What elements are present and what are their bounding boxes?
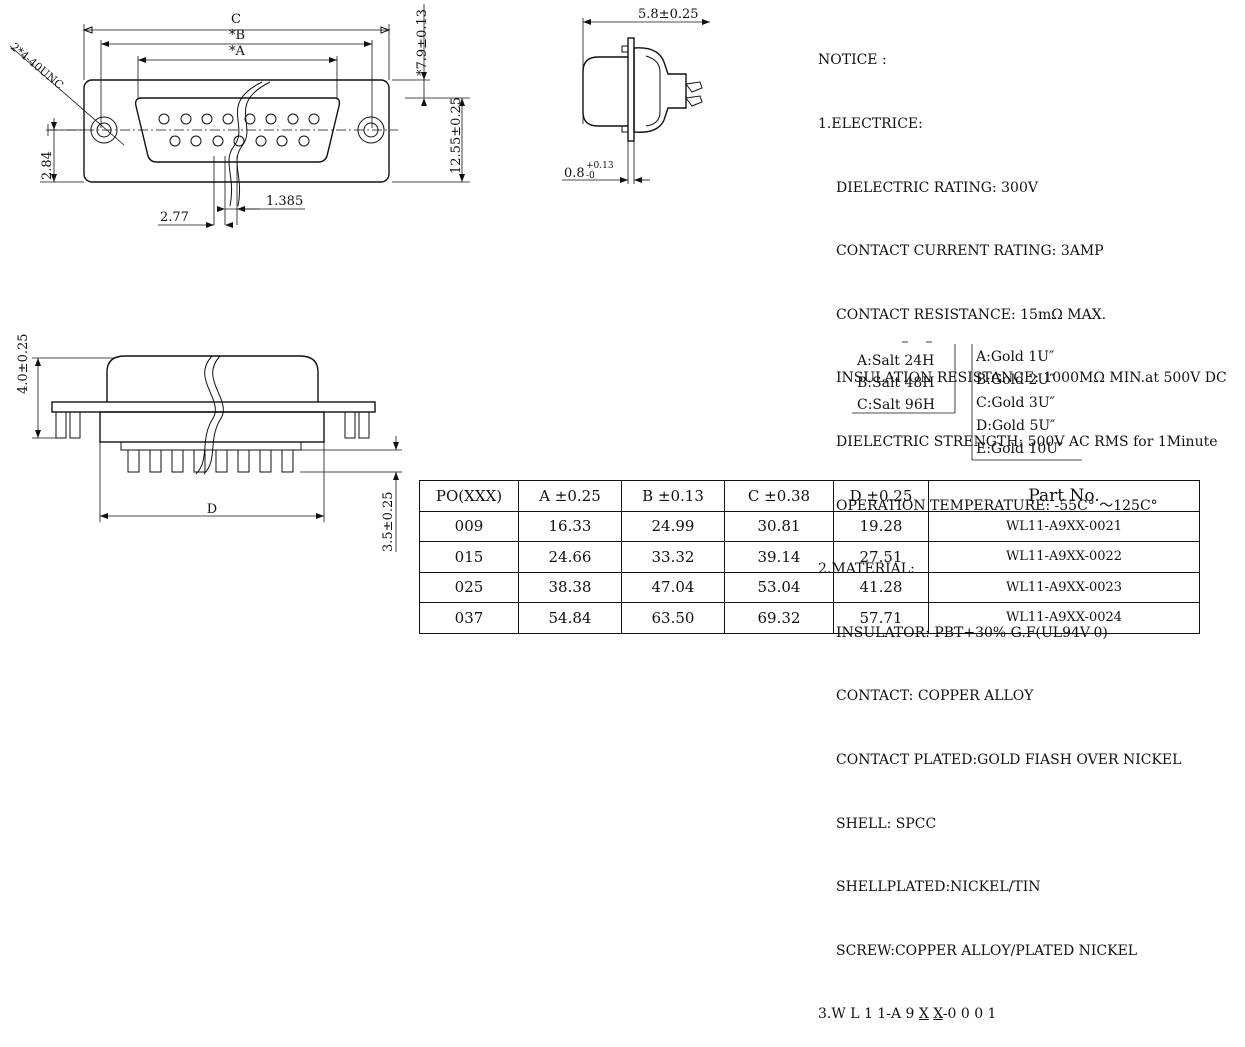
dim-2-84-label: 2.84 [40,151,55,180]
side-view: 5.8±0.25 0.8 +0.13 -0 [562,7,710,184]
dim-0-8-tol2: -0 [586,171,595,181]
table-header-cell: PO(XXX) [419,480,519,512]
dim-2-77-label: 2.77 [160,210,189,225]
table-cell: 38.38 [518,571,622,603]
table-cell: 27.51 [833,541,929,573]
table-header-cell: A ±0.25 [518,480,622,512]
table-cell: 24.99 [621,510,725,542]
part-code-x2: X [933,1006,943,1023]
table-cell: 025 [419,571,519,603]
table-cell: WL11-A9XX-0023 [928,571,1200,603]
dim-7-9-label: *7.9±0.13 [415,9,430,76]
table-cell: 30.81 [724,510,834,542]
notice-item: INSULATION RESISTANCE: 1000MΩ MIN.at 500… [836,370,1227,387]
table-cell: 54.84 [518,602,622,634]
table-cell: 037 [419,602,519,634]
table-cell: 47.04 [621,571,725,603]
table-cell: 57.71 [833,602,929,634]
notice-section-1: 1.ELECTRICE: [818,116,923,132]
table-cell: WL11-A9XX-0022 [928,541,1200,573]
salt-options: A:Salt 24H B:Salt 48H C:Salt 96H [857,350,935,416]
gold-option: D:Gold 5U″ [976,418,1056,434]
table-cell: WL11-A9XX-0024 [928,602,1200,634]
dim-1-385-label: 1.385 [266,194,303,209]
notice-item: CONTACT CURRENT RATING: 3AMP [836,243,1104,260]
bottom-view: 4.0±0.25 D 3.5±0.25 [16,333,402,552]
salt-option: C:Salt 96H [857,397,935,413]
salt-option: B:Salt 48H [857,375,935,391]
table-cell: 53.04 [724,571,834,603]
dim-0-8-label: 0.8 [564,166,585,181]
notice-item: CONTACT: COPPER ALLOY [836,688,1034,705]
gold-option: C:Gold 3U″ [976,395,1055,411]
notice-item: SHELL: SPCC [836,815,937,832]
table-header-cell: D ±0.25 [833,480,929,512]
table-cell: 16.33 [518,510,622,542]
table-row: 015 24.66 33.32 39.14 27.51 WL11-A9XX-00… [419,541,1200,573]
dim-0-8-tol: +0.13 [586,161,614,171]
table-cell: 39.14 [724,541,834,573]
notice-section-3: 3.W L 1 1-A 9 X X-0 0 0 1 [818,1004,1227,1025]
gold-options: A:Gold 1U″ B:Gold 2U″ C:Gold 3U″ D:Gold … [976,346,1063,461]
part-code-x1: X [918,1006,929,1023]
screw-label: 2*4-40UNC [8,40,66,91]
notice-item: SHELLPLATED:NICKEL/TIN [836,879,1041,896]
pin-row-top [158,113,320,125]
table-cell: 63.50 [621,602,725,634]
table-cell: 33.32 [621,541,725,573]
notice-title: NOTICE : [818,52,887,69]
gold-option: E:Gold 10U″ [976,441,1064,457]
notice-item: CONTACT RESISTANCE: 15mΩ MAX. [836,306,1107,323]
table-header-cell: B ±0.13 [621,480,725,512]
notice-item: CONTACT PLATED:GOLD FIASH OVER NICKEL [836,751,1182,768]
notice-item: DIELECTRIC RATING: 300V [836,179,1038,196]
table-cell: 41.28 [833,571,929,603]
notice-item: DIELECTRIC STRENGTH: 500V AC RMS for 1Mi… [836,433,1218,450]
gold-option: A:Gold 1U″ [976,349,1055,365]
dim-a-label: *A [229,44,246,59]
table-header-row: PO(XXX) A ±0.25 B ±0.13 C ±0.38 D ±0.25 … [419,480,1200,512]
table-cell: 009 [419,510,519,542]
dimension-table-wrap: PO(XXX) A ±0.25 B ±0.13 C ±0.38 D ±0.25 … [419,480,1200,634]
option-brackets [852,341,1082,461]
table-row: 037 54.84 63.50 69.32 57.71 WL11-A9XX-00… [419,602,1200,634]
table-row: 025 38.38 47.04 53.04 41.28 WL11-A9XX-00… [419,571,1200,603]
dim-3-5-label: 3.5±0.25 [381,491,396,552]
table-cell: 015 [419,541,519,573]
notice-item: SCREW:COPPER ALLOY/PLATED NICKEL [836,942,1138,959]
dim-4-0-label: 4.0±0.25 [16,333,31,394]
dim-c-label: C [231,12,241,27]
table-cell: WL11-A9XX-0021 [928,510,1200,542]
table-cell: 19.28 [833,510,929,542]
pin-row-bottom [169,135,310,147]
dim-d-label: D [207,502,217,517]
dim-b-label: *B [229,28,245,43]
salt-option: A:Salt 24H [857,353,935,369]
dimension-table: PO(XXX) A ±0.25 B ±0.13 C ±0.38 D ±0.25 … [419,480,1200,634]
gold-option: B:Gold 2U″ [976,372,1055,388]
dim-12-55-label: 12.55±0.25 [449,97,464,174]
table-row: 009 16.33 24.99 30.81 19.28 WL11-A9XX-00… [419,510,1200,542]
table-cell: 69.32 [724,602,834,634]
dim-5-8-label: 5.8±0.25 [638,7,699,22]
table-header-cell: C ±0.38 [724,480,834,512]
part-code-prefix: 3.W L 1 1-A 9 [818,1006,919,1023]
part-code-suffix: -0 0 0 1 [942,1006,997,1023]
table-cell: 24.66 [518,541,622,573]
solder-pins [127,449,294,473]
front-view: C *B *A [8,4,470,228]
connector-drawing: C *B *A [8,4,1082,552]
table-header-cell: Part No. [928,480,1200,512]
